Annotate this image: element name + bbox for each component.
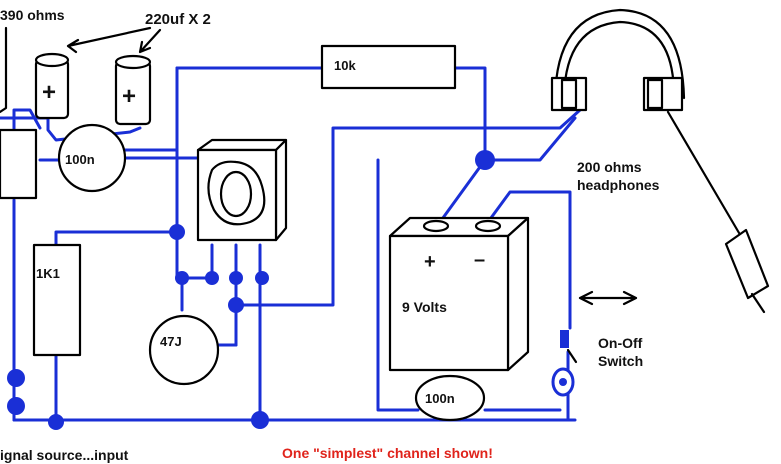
battery-terminal-plus (422, 219, 450, 233)
battery-9v (388, 216, 530, 372)
junction-dot (175, 271, 189, 285)
junction-dot (169, 224, 185, 240)
label-headphones-ohms: 200 ohms (577, 159, 642, 175)
headband-inner (562, 20, 676, 98)
resistor-390-pointer (0, 26, 8, 114)
label-switch-line2: Switch (598, 353, 643, 369)
input-terminal-dot (7, 397, 25, 415)
label-headphones: headphones (577, 177, 660, 193)
junction-dot (251, 411, 269, 429)
wire-1k1-top (54, 230, 179, 247)
ic-top-face (196, 138, 288, 152)
battery-terminal-minus (474, 219, 502, 233)
headphone-cable (666, 110, 744, 240)
arrow-to-cap-right (138, 28, 162, 54)
wire-100n-bottom-left (376, 158, 420, 412)
battery-front-face (388, 234, 510, 372)
ic-package (196, 138, 288, 242)
label-battery-plus: + (424, 251, 436, 273)
earcup-left-inner (560, 78, 578, 110)
wire-junction-headphones (483, 116, 577, 162)
label-cap-right-plus: + (122, 83, 136, 110)
switch-contact (560, 330, 569, 348)
wire-10k-junction (453, 66, 487, 162)
caption: One "simplest" channel shown! (282, 445, 493, 461)
label-battery-minus: – (474, 249, 485, 271)
battery-side-face (506, 216, 530, 372)
wire-pin2-to-headphones (234, 108, 582, 307)
label-signal-source: ignal source...input (0, 447, 129, 463)
switch-arrow-icon (578, 290, 638, 306)
label-10k: 10k (334, 58, 356, 73)
ic-side-face (274, 138, 288, 242)
junction-dot (255, 271, 269, 285)
on-off-switch (551, 290, 638, 397)
headphone-plug (724, 228, 770, 300)
label-cap-left-plus: + (42, 79, 56, 106)
label-220uf: 220uf X 2 (145, 11, 211, 28)
label-switch-line1: On-Off (598, 335, 643, 351)
earcup-right-inner (646, 78, 664, 110)
capacitor-100n-bottom (414, 374, 486, 422)
capacitor-top (34, 52, 70, 68)
earcup-left (550, 76, 588, 112)
headphones (550, 8, 770, 314)
label-100n-top: 100n (65, 152, 95, 167)
label-1k1: 1K1 (36, 266, 60, 281)
resistor-390-body (0, 128, 38, 200)
label-47j: 47J (160, 334, 182, 349)
capacitor-100n-top (57, 123, 127, 193)
junction-dot (229, 271, 243, 285)
capacitor-220uf-left (34, 52, 70, 120)
wire-battery-switch (486, 190, 572, 330)
capacitor-top (114, 54, 152, 70)
wire-junction-battery (438, 158, 487, 224)
capacitor-220uf-right (114, 54, 152, 126)
capacitor-47j (148, 314, 220, 386)
switch-pivot (559, 378, 567, 386)
junction-dot (228, 297, 244, 313)
junction-dot (48, 414, 64, 430)
headphone-plug-tip (750, 292, 766, 314)
ic-heatsink-outline (207, 160, 266, 226)
input-terminal-dot (7, 369, 25, 387)
label-390-ohms: 390 ohms (0, 7, 65, 23)
junction-dot (475, 150, 495, 170)
label-battery-voltage: 9 Volts (402, 299, 447, 315)
headband-outer (553, 8, 686, 102)
label-100n-bottom: 100n (425, 391, 455, 406)
resistor-10k-body (320, 44, 457, 90)
switch-lever (566, 348, 578, 364)
junction-dot (205, 271, 219, 285)
battery-top-face (388, 216, 530, 238)
ic-mounting-hole (219, 170, 253, 218)
arrow-to-cap-left (66, 26, 152, 54)
junction-dots (7, 150, 495, 430)
resistor-1k1-body (32, 243, 82, 357)
wire-390-cap (12, 108, 42, 132)
